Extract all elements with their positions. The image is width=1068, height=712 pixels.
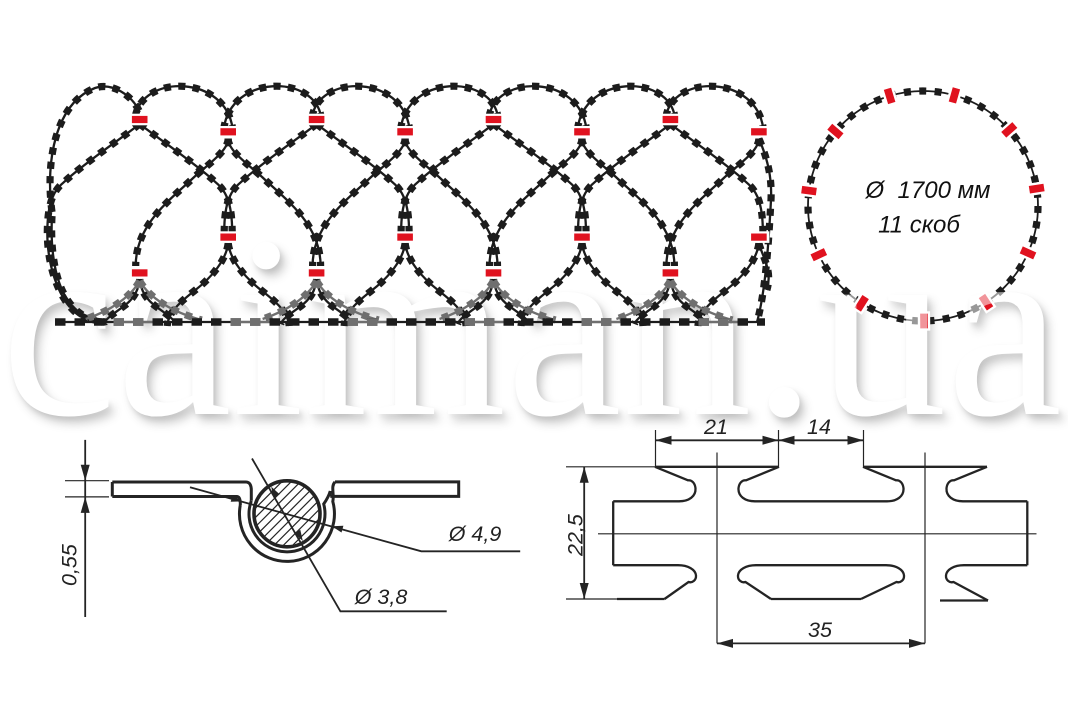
- svg-text:14: 14: [807, 415, 831, 439]
- svg-text:21: 21: [703, 415, 728, 439]
- svg-text:Ø 3,8: Ø 3,8: [354, 585, 408, 609]
- svg-text:11 скоб: 11 скоб: [878, 212, 961, 239]
- svg-text:35: 35: [808, 618, 833, 642]
- svg-text:22,5: 22,5: [564, 513, 588, 557]
- svg-text:0,55: 0,55: [58, 543, 82, 586]
- svg-text:Ø 4,9: Ø 4,9: [448, 522, 502, 546]
- svg-text:Ø 1700 мм: Ø 1700 мм: [865, 177, 991, 204]
